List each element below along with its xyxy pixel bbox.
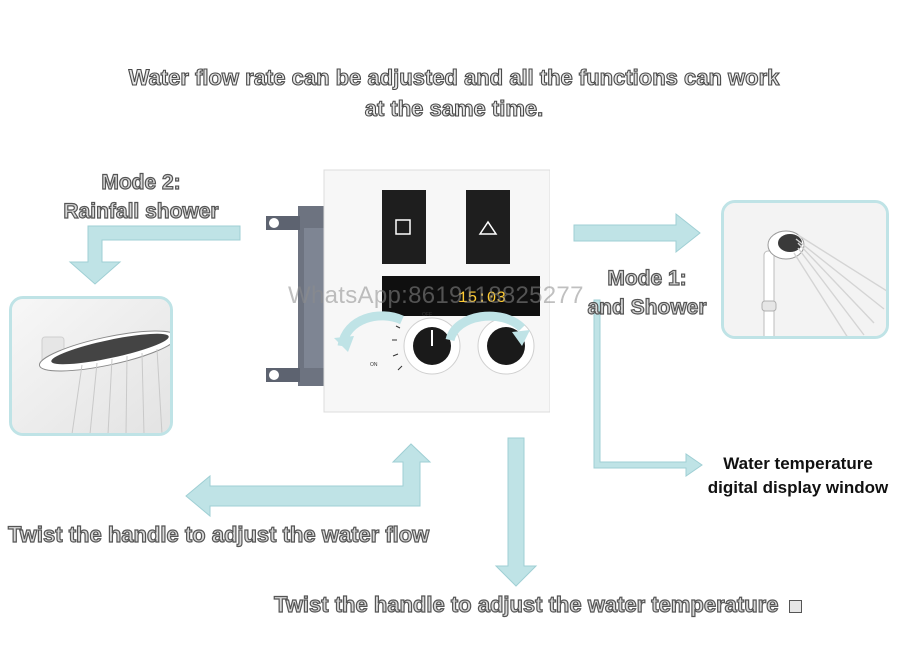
mode2-arrow [68, 225, 241, 285]
control-panel-illustration: 15:03 OFF ON [266, 169, 550, 413]
rainfall-mode-icon [395, 219, 411, 235]
temperature-arrow [494, 437, 538, 587]
flow-caption: Twist the handle to adjust the water flo… [7, 521, 430, 547]
mode2-label-line-1: Mode 2: [101, 170, 182, 194]
mode2-label-line-2: Rainfall shower [63, 199, 219, 223]
missing-glyph-icon [788, 600, 802, 613]
display-window-label: Water temperature digital display window [692, 452, 904, 500]
knob-scale-on: ON [370, 362, 378, 368]
temperature-caption: Twist the handle to adjust the water tem… [273, 590, 802, 620]
hand-shower-mode-button [466, 190, 510, 264]
knob-scale-off: OFF [422, 312, 432, 318]
rainfall-shower-head-icon [12, 299, 170, 433]
display-window-label-line-2: digital display window [707, 478, 889, 497]
flow-arrow [185, 443, 432, 518]
temperature-caption-text: Twist the handle to adjust the water tem… [273, 591, 779, 617]
watermark: WhatsApp:8619118825277 [288, 282, 584, 309]
mode1-arrow [573, 212, 701, 254]
rainfall-mode-button [382, 190, 426, 264]
hand-shower-icon [724, 203, 886, 336]
temperature-twist-arrow [445, 311, 526, 342]
display-connector-arrow [593, 299, 703, 477]
mode2-label: Mode 2: Rainfall shower [46, 168, 236, 226]
digital-display [382, 276, 540, 316]
hand-shower-photo [721, 200, 889, 339]
mode1-label-line-1: Mode 1: [607, 266, 688, 290]
headline-line-2: at the same time. [364, 95, 544, 121]
rainfall-shower-photo [9, 296, 173, 436]
display-window-label-line-1: Water temperature [723, 454, 873, 473]
headline: Water flow rate can be adjusted and all … [0, 62, 908, 124]
headline-line-1: Water flow rate can be adjusted and all … [128, 64, 780, 90]
hand-shower-mode-icon [478, 220, 498, 235]
mode1-label: Mode 1: and Shower [572, 264, 722, 322]
mode1-label-line-2: and Shower [587, 295, 707, 319]
display-reading: 15:03 [458, 289, 506, 307]
